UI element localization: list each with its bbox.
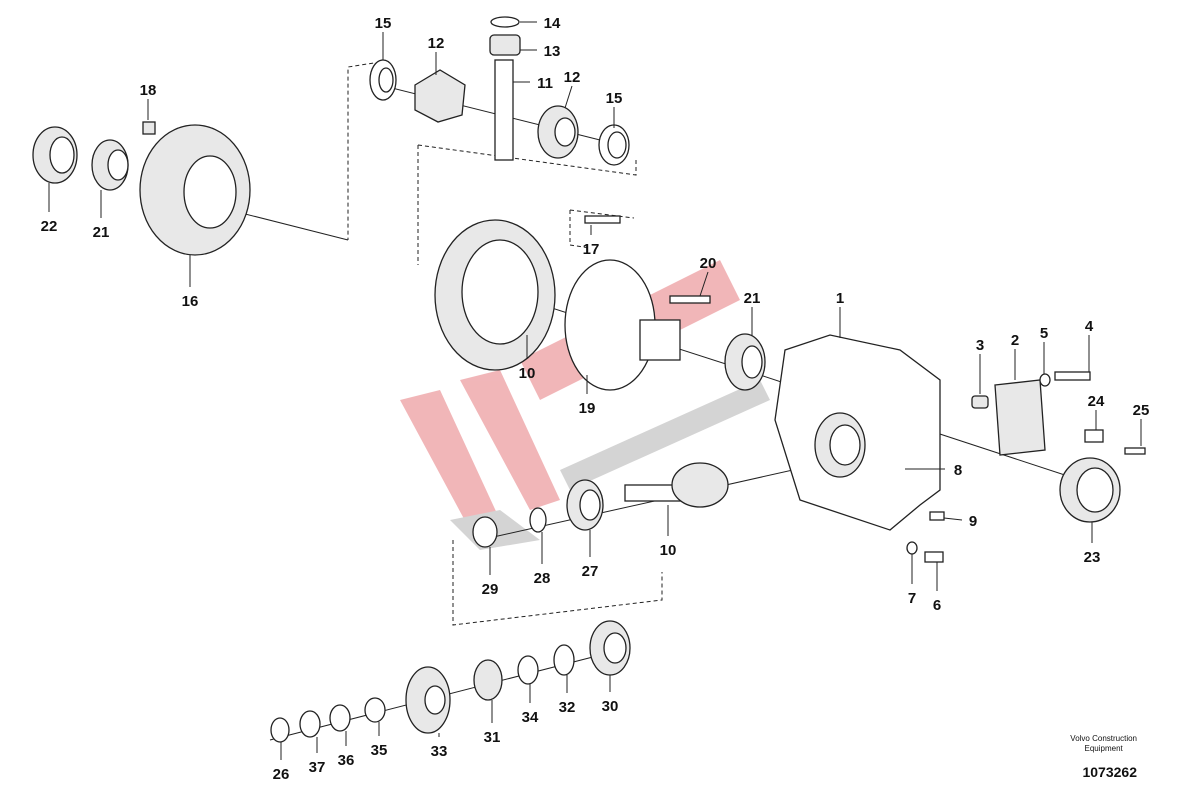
callout-number: 21 [744, 290, 761, 307]
dashed-group-brackets [347, 61, 663, 626]
callout-number: 14 [544, 15, 561, 32]
callout-number: 10 [519, 365, 536, 382]
part-28-shim[interactable] [529, 507, 547, 533]
part-29-spacer[interactable] [472, 516, 498, 548]
callout-number: 12 [564, 69, 581, 86]
callout-leaders [48, 21, 1142, 760]
part-19-differential-housing[interactable] [564, 259, 681, 391]
callout-number: 22 [41, 218, 58, 235]
callout-leader-line [564, 85, 573, 109]
callout-number: 6 [933, 597, 941, 614]
callout-number: 4 [1085, 318, 1094, 335]
part-37-washer[interactable] [299, 710, 321, 738]
part-24-lock-plate[interactable] [1084, 429, 1104, 443]
part-10-crown-wheel[interactable] [434, 219, 556, 371]
part-2-bearing-cap[interactable] [994, 379, 1046, 456]
part-22-ring-nut[interactable] [32, 126, 78, 184]
part-3-sleeve[interactable] [971, 395, 989, 409]
part-36-lock-washer[interactable] [329, 704, 351, 732]
part-18-nipple[interactable] [142, 121, 156, 135]
callout-number: 31 [484, 729, 501, 746]
callout-number: 28 [534, 570, 551, 587]
part-13-pinion-gear[interactable] [489, 34, 521, 56]
part-14-washer[interactable] [490, 16, 520, 28]
part-7-seal-ring[interactable] [906, 541, 918, 555]
document-number: 1073262 [1082, 764, 1137, 780]
part-21-bearing[interactable] [91, 139, 129, 191]
callout-number: 16 [182, 293, 199, 310]
callout-leader-line [943, 517, 963, 521]
callout-number: 7 [908, 590, 916, 607]
callout-number: 5 [1040, 325, 1048, 342]
part-4-bolt[interactable] [1054, 371, 1091, 381]
callout-number: 35 [371, 742, 388, 759]
callout-number: 33 [431, 743, 448, 760]
part-15-thrust-washer[interactable] [369, 59, 397, 101]
part-32-shim[interactable] [553, 644, 575, 676]
part-25-screw[interactable] [1124, 447, 1146, 455]
part-9-plug[interactable] [929, 511, 945, 521]
publisher-line-2: Equipment [1084, 744, 1123, 753]
part-20-bolt[interactable] [669, 295, 711, 304]
callout-number: 24 [1088, 393, 1105, 410]
part-12-bevel-gear[interactable] [414, 69, 466, 123]
callout-number: 9 [969, 513, 977, 530]
part-31-seal[interactable] [473, 659, 503, 701]
callout-number: 30 [602, 698, 619, 715]
assembly-axis-lines [189, 60, 1081, 741]
callout-number: 17 [583, 241, 600, 258]
callout-number: 36 [338, 752, 355, 769]
part-10-pinion-shaft[interactable] [624, 462, 729, 508]
callout-number: 34 [522, 709, 539, 726]
callout-number: 27 [582, 563, 599, 580]
part-15-thrust-washer-right[interactable] [598, 124, 630, 166]
part-11-spider-shaft[interactable] [494, 59, 514, 161]
callout-number: 29 [482, 581, 499, 598]
part-21-bearing-right[interactable] [724, 333, 766, 391]
callout-number: 32 [559, 699, 576, 716]
part-12-bevel-gear-right[interactable] [537, 105, 579, 159]
part-33-flange[interactable] [405, 666, 451, 734]
callout-number: 18 [140, 82, 157, 99]
callout-number: 10 [660, 542, 677, 559]
part-23-adjusting-nut[interactable] [1059, 457, 1121, 523]
publisher-line-1: Volvo Construction [1070, 734, 1137, 743]
part-34-spacer[interactable] [517, 655, 539, 685]
callout-number: 23 [1084, 549, 1101, 566]
part-26-circlip[interactable] [270, 717, 290, 743]
callout-number: 21 [93, 224, 110, 241]
callout-number: 11 [537, 75, 553, 92]
publisher-credit: Volvo Construction Equipment [1070, 734, 1137, 754]
callout-number: 15 [606, 90, 623, 107]
part-5-washer[interactable] [1039, 373, 1051, 387]
callout-number: 37 [309, 759, 326, 776]
callout-number: 26 [273, 766, 290, 783]
callout-number: 2 [1011, 332, 1019, 349]
part-1-axle-housing[interactable] [774, 334, 941, 531]
part-6-plug[interactable] [924, 551, 944, 563]
part-17-bolt[interactable] [584, 215, 621, 224]
callout-number: 8 [954, 462, 962, 479]
callout-leader-line [699, 271, 709, 297]
callout-number: 25 [1133, 402, 1150, 419]
callout-number: 19 [579, 400, 596, 417]
part-16-housing-half[interactable] [139, 124, 251, 256]
part-27-bearing[interactable] [566, 479, 604, 531]
callout-number: 20 [700, 255, 717, 272]
callout-number: 13 [544, 43, 561, 60]
part-30-bearing[interactable] [589, 620, 631, 676]
callout-number: 12 [428, 35, 445, 52]
callout-number: 3 [976, 337, 984, 354]
callout-number: 15 [375, 15, 392, 32]
callout-number: 1 [836, 290, 844, 307]
part-35-nut[interactable] [364, 697, 386, 723]
